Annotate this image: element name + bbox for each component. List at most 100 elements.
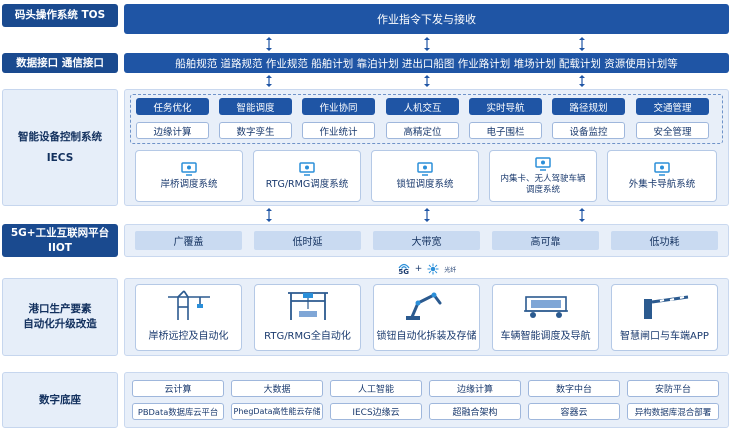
gate-barrier-icon: [643, 295, 688, 319]
digital-base-label-text: 数字底座: [39, 393, 81, 406]
function-pill: 作业协同: [302, 98, 375, 115]
base-item: 人工智能: [330, 380, 422, 397]
function-pill-text: 数字孪生: [236, 126, 275, 138]
tos-label-text: 码头操作系统 TOS: [14, 9, 106, 21]
system-card: 内集卡、无人驾驶车辆调度系统: [489, 150, 597, 202]
upgrade-card-text: 智慧闸口与车端APP: [620, 331, 709, 342]
iiot-feature: 广覆盖: [135, 231, 242, 250]
system-card: 外集卡导航系统: [607, 150, 717, 202]
upgrade-label-line1: 港口生产要素: [28, 303, 92, 315]
upgrade-card-text: 锁钮自动化拆装及存储: [376, 331, 477, 342]
function-pill-text: 设备监控: [569, 126, 608, 138]
arrow-updown-icon: [266, 37, 272, 51]
iecs-label-line1: 智能设备控制系统: [18, 130, 102, 143]
iiot-feature: 低功耗: [611, 231, 718, 250]
tos-band: 作业指令下发与接收: [124, 4, 729, 34]
signal-5g-text: 5G: [398, 267, 410, 276]
data-interface-label: 数据接口 通信接口: [2, 53, 118, 73]
data-interface-band-text: 船舶规范 道路规范 作业规范 船舶计划 靠泊计划 进出口船图 作业路计划 堆场计…: [175, 57, 678, 70]
iiot-feature: 大带宽: [373, 231, 480, 250]
base-item-text: 异构数据库混合部署: [634, 407, 712, 418]
tos-label: 码头操作系统 TOS: [2, 4, 118, 27]
function-pill: 实时导航: [469, 98, 542, 115]
function-pill-text: 路径规划: [569, 102, 608, 114]
function-pill-text: 作业统计: [319, 126, 358, 138]
base-item: 安防平台: [627, 380, 719, 397]
function-pill: 智能调度: [219, 98, 292, 115]
gantry-crane-icon: [287, 292, 328, 320]
function-pill-text: 高精定位: [403, 126, 442, 138]
upgrade-label: 港口生产要素 自动化升级改造: [2, 278, 118, 356]
function-pill-text: 交通管理: [653, 102, 692, 114]
base-item-text: 云计算: [164, 385, 192, 395]
arrow-updown-icon: [424, 75, 430, 87]
base-item-text: 边缘计算: [456, 385, 493, 395]
upgrade-card-text: 岸桥远控及自动化: [148, 331, 229, 342]
system-card: 锁钮调度系统: [371, 150, 479, 202]
upgrade-label-line2: 自动化升级改造: [23, 318, 97, 330]
arrow-updown-icon: [266, 208, 272, 222]
function-pill: 设备监控: [552, 122, 625, 139]
signal-5g: 5G: [398, 263, 410, 276]
system-card-text: 岸桥调度系统: [160, 179, 218, 190]
base-item: 异构数据库混合部署: [627, 403, 719, 420]
system-card-text: 外集卡导航系统: [628, 179, 696, 190]
function-pill-text: 任务优化: [153, 102, 192, 114]
system-card: 岸桥调度系统: [135, 150, 243, 202]
base-item: 数字中台: [528, 380, 620, 397]
arrow-updown-icon: [579, 208, 585, 222]
base-item: PBData数据库云平台: [132, 403, 224, 420]
base-item: PhegData高性能云存储: [231, 403, 323, 420]
arrow-updown-icon: [579, 37, 585, 51]
base-item: 容器云: [528, 403, 620, 420]
function-pill: 任务优化: [136, 98, 209, 115]
data-interface-band: 船舶规范 道路规范 作业规范 船舶计划 靠泊计划 进出口船图 作业路计划 堆场计…: [124, 53, 729, 73]
base-item-text: 大数据: [263, 385, 291, 395]
upgrade-card: RTG/RMG全自动化: [254, 284, 361, 351]
function-pill-text: 人机交互: [403, 102, 442, 114]
monitor-icon: [299, 162, 315, 176]
function-pill-text: 电子围栏: [486, 126, 525, 138]
function-pill-text: 安全管理: [653, 126, 692, 138]
iecs-label-line2: IECS: [46, 151, 74, 164]
tos-band-text: 作业指令下发与接收: [377, 13, 476, 26]
iiot-label-line1: 5G+工业互联网平台: [10, 226, 110, 239]
iiot-feature: 低时延: [254, 231, 361, 250]
iiot-feature-text: 广覆盖: [173, 237, 204, 248]
iecs-function-group: [130, 94, 723, 144]
iiot-feature-text: 高可靠: [530, 237, 561, 248]
truck-icon: [523, 296, 568, 318]
system-card-text: RTG/RMG调度系统: [265, 179, 349, 190]
digital-base-label: 数字底座: [2, 372, 118, 428]
base-item: 大数据: [231, 380, 323, 397]
plus-sign: +: [414, 264, 423, 274]
arrow-updown-icon: [424, 208, 430, 222]
function-pill-text: 智能调度: [236, 102, 275, 114]
function-pill-text: 边缘计算: [153, 126, 192, 138]
iiot-label-line2: IIOT: [48, 241, 72, 254]
base-item-text: 数字中台: [555, 385, 592, 395]
function-pill-text: 作业协同: [319, 102, 358, 114]
fiber-text: 光纤: [444, 266, 457, 274]
function-pill: 高精定位: [386, 122, 459, 139]
arrow-updown-icon: [579, 75, 585, 87]
iiot-label: 5G+工业互联网平台 IIOT: [2, 224, 118, 257]
base-item: 边缘计算: [429, 380, 521, 397]
upgrade-card: 智慧闸口与车端APP: [611, 284, 718, 351]
base-item: 云计算: [132, 380, 224, 397]
monitor-icon: [181, 162, 197, 176]
monitor-icon: [535, 156, 551, 171]
robot-arm-icon: [405, 292, 441, 320]
base-item-text: 安防平台: [654, 385, 691, 395]
upgrade-card: 岸桥远控及自动化: [135, 284, 242, 351]
function-pill-text: 实时导航: [486, 102, 525, 114]
wifi-icon: [398, 263, 410, 269]
upgrade-card-text: RTG/RMG全自动化: [264, 331, 351, 342]
base-item: IECS边缘云: [330, 403, 422, 420]
base-item-text: 超融合架构: [452, 408, 498, 418]
link-5g-fiber: 5G + 光纤: [392, 259, 462, 279]
iiot-feature-text: 低功耗: [649, 237, 680, 248]
upgrade-card-text: 车辆智能调度及导航: [500, 331, 591, 342]
function-pill: 人机交互: [386, 98, 459, 115]
arrow-updown-icon: [266, 75, 272, 87]
